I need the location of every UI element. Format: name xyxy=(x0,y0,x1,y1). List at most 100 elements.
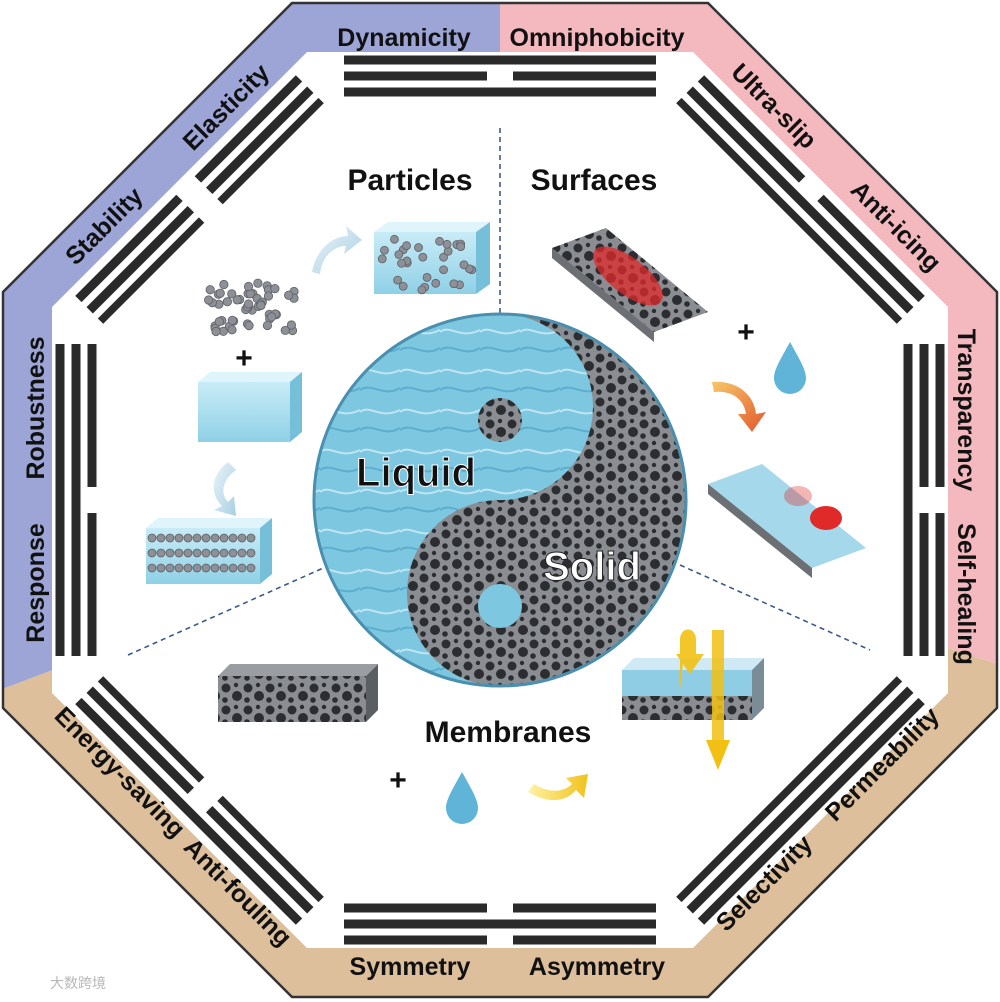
trigram-broken-line xyxy=(86,206,194,314)
particle-dot xyxy=(183,548,193,558)
particle-dot xyxy=(397,258,406,268)
trigram-5 xyxy=(344,903,656,945)
particle-dot xyxy=(228,563,238,573)
rim-label-dynamicity: Dynamicity xyxy=(337,24,470,52)
particle-dot xyxy=(394,250,404,259)
particle-dot xyxy=(192,533,202,543)
particle-dot xyxy=(210,563,220,573)
trigram-broken-line xyxy=(97,217,206,325)
trigram-4 xyxy=(675,675,925,925)
particle-dot xyxy=(156,548,166,558)
down-arrow-particles xyxy=(213,462,236,516)
particle-dot xyxy=(244,321,254,331)
particle-dot xyxy=(267,312,277,322)
particle-dot xyxy=(456,242,466,251)
particle-dot xyxy=(237,548,247,558)
particle-dot xyxy=(246,563,256,573)
particle-dot xyxy=(227,315,237,325)
water-drop-membranes xyxy=(446,772,478,824)
trigram-solid-line xyxy=(686,86,914,314)
trigram-solid-line xyxy=(686,686,914,914)
trigram-broken-line xyxy=(194,75,303,183)
trigram-broken-line xyxy=(817,194,925,303)
slippery-plate xyxy=(708,464,866,578)
particle-dot xyxy=(237,563,247,573)
core-label-solid: Solid xyxy=(543,545,641,589)
particle-dot xyxy=(390,234,399,244)
trigram-broken-line xyxy=(919,344,929,487)
surfaces-illustration: + xyxy=(552,228,866,578)
trigram-solid-line xyxy=(675,675,903,903)
particle-dot xyxy=(435,236,444,246)
rim-label-transparency: Transparency xyxy=(952,329,980,492)
porous-membrane xyxy=(218,664,378,722)
membranes-illustration: + xyxy=(218,629,764,824)
particle-dot xyxy=(210,548,220,558)
particles-illustration: + xyxy=(146,222,490,584)
trigram-solid-line xyxy=(75,697,303,925)
trigram-solid-line xyxy=(903,344,913,656)
particle-dot xyxy=(219,548,229,558)
asymmetric-membrane xyxy=(622,658,764,720)
particle-dot xyxy=(227,325,237,335)
section-label-membranes: Membranes xyxy=(425,716,592,749)
trigram-2 xyxy=(675,75,925,325)
particle-block-top xyxy=(374,222,490,295)
particle-dot xyxy=(380,245,389,255)
core-solid-half xyxy=(407,314,686,686)
trigram-broken-line xyxy=(206,806,314,914)
trigram-solid-line xyxy=(55,344,65,656)
particle-dot xyxy=(246,533,256,543)
particle-dot xyxy=(211,326,221,337)
particle-dot xyxy=(439,252,448,262)
particle-dot xyxy=(214,317,224,327)
trigram-8 xyxy=(75,75,325,325)
particle-dot xyxy=(174,533,184,543)
trigram-broken-line xyxy=(87,344,97,487)
plus-sign-particles: + xyxy=(235,342,253,375)
particle-dot xyxy=(442,239,452,249)
particle-dot xyxy=(253,278,263,288)
particle-dot xyxy=(165,548,175,558)
particle-dot xyxy=(237,533,247,543)
trigram-solid-line xyxy=(344,919,656,929)
trigram-broken-line xyxy=(344,903,487,913)
trigram-solid-line xyxy=(675,97,903,325)
trigram-broken-line xyxy=(87,513,97,656)
particle-dot xyxy=(414,243,423,252)
trigram-broken-line xyxy=(86,686,194,794)
particle-dot xyxy=(459,260,469,270)
rim-label-self-healing: Self-healing xyxy=(952,523,980,665)
trigram-3 xyxy=(903,344,945,656)
particle-dot xyxy=(219,279,229,290)
trigram-broken-line xyxy=(935,513,945,656)
particle-dot xyxy=(222,297,232,307)
particle-dot xyxy=(205,285,215,295)
trigram-broken-line xyxy=(513,903,656,913)
particle-dot xyxy=(219,533,229,543)
section-label-surfaces: Surfaces xyxy=(531,164,658,197)
particle-dot xyxy=(263,291,274,301)
rim-label-response: Response xyxy=(22,523,50,643)
trigram-broken-line xyxy=(935,344,945,487)
trigram-solid-line xyxy=(344,55,656,65)
particle-dot xyxy=(417,285,427,295)
particle-dot xyxy=(402,241,411,251)
particle-dot xyxy=(286,320,297,330)
particle-dot xyxy=(156,533,166,543)
particle-dot xyxy=(201,533,211,543)
particle-dot xyxy=(192,548,202,558)
trigram-broken-line xyxy=(75,194,183,303)
trigram-solid-line xyxy=(697,697,925,925)
particle-dot xyxy=(210,533,220,543)
particle-dot xyxy=(398,281,408,291)
particle-dot xyxy=(201,563,211,573)
particle-dot xyxy=(439,265,448,275)
particle-dot xyxy=(280,325,290,336)
particle-dot xyxy=(431,278,441,288)
trigram-broken-line xyxy=(206,86,314,194)
plus-sign-surfaces: + xyxy=(737,316,755,349)
trigram-broken-line xyxy=(217,97,325,206)
particle-dot xyxy=(228,548,238,558)
particle-dot xyxy=(183,533,193,543)
